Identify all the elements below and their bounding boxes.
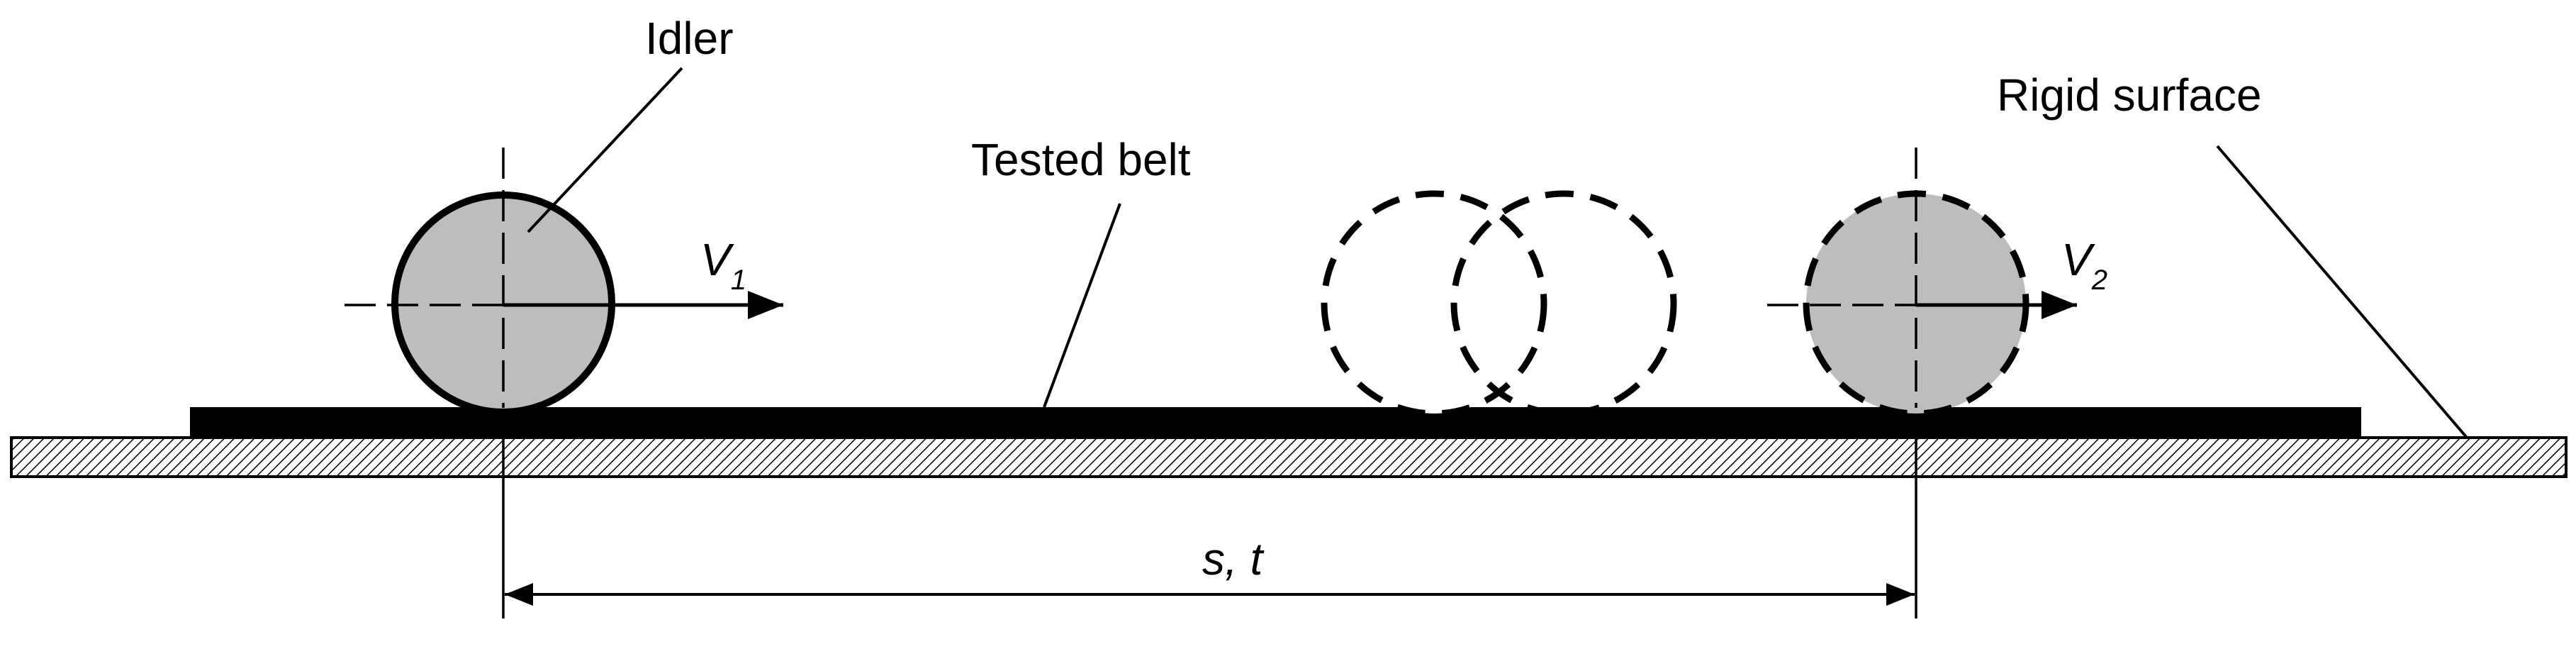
idler-intermediate-position-1 [1321, 190, 1547, 417]
idler-label: Idler [645, 13, 734, 64]
velocity-start-subscript: 1 [731, 265, 746, 296]
velocity-end-label: V2 [2061, 234, 2107, 296]
velocity-start-symbol: V [700, 234, 734, 285]
rigid-surface-label: Rigid surface [1997, 70, 2262, 121]
rigid-surface [10, 436, 2567, 478]
idler-leader-line [527, 67, 683, 233]
velocity-start-label: V1 [700, 234, 746, 296]
velocity-end-subscript: 2 [2091, 265, 2107, 296]
tested-belt-leader-line [1043, 203, 1121, 408]
tested-belt-label: Tested belt [971, 134, 1191, 185]
velocity-end-symbol: V [2061, 234, 2095, 285]
tested-belt [190, 407, 2361, 438]
idler-intermediate-position-2 [1450, 190, 1677, 417]
distance-time-label: s, t [1202, 533, 1265, 584]
rigid-surface-leader-line [2216, 145, 2468, 439]
